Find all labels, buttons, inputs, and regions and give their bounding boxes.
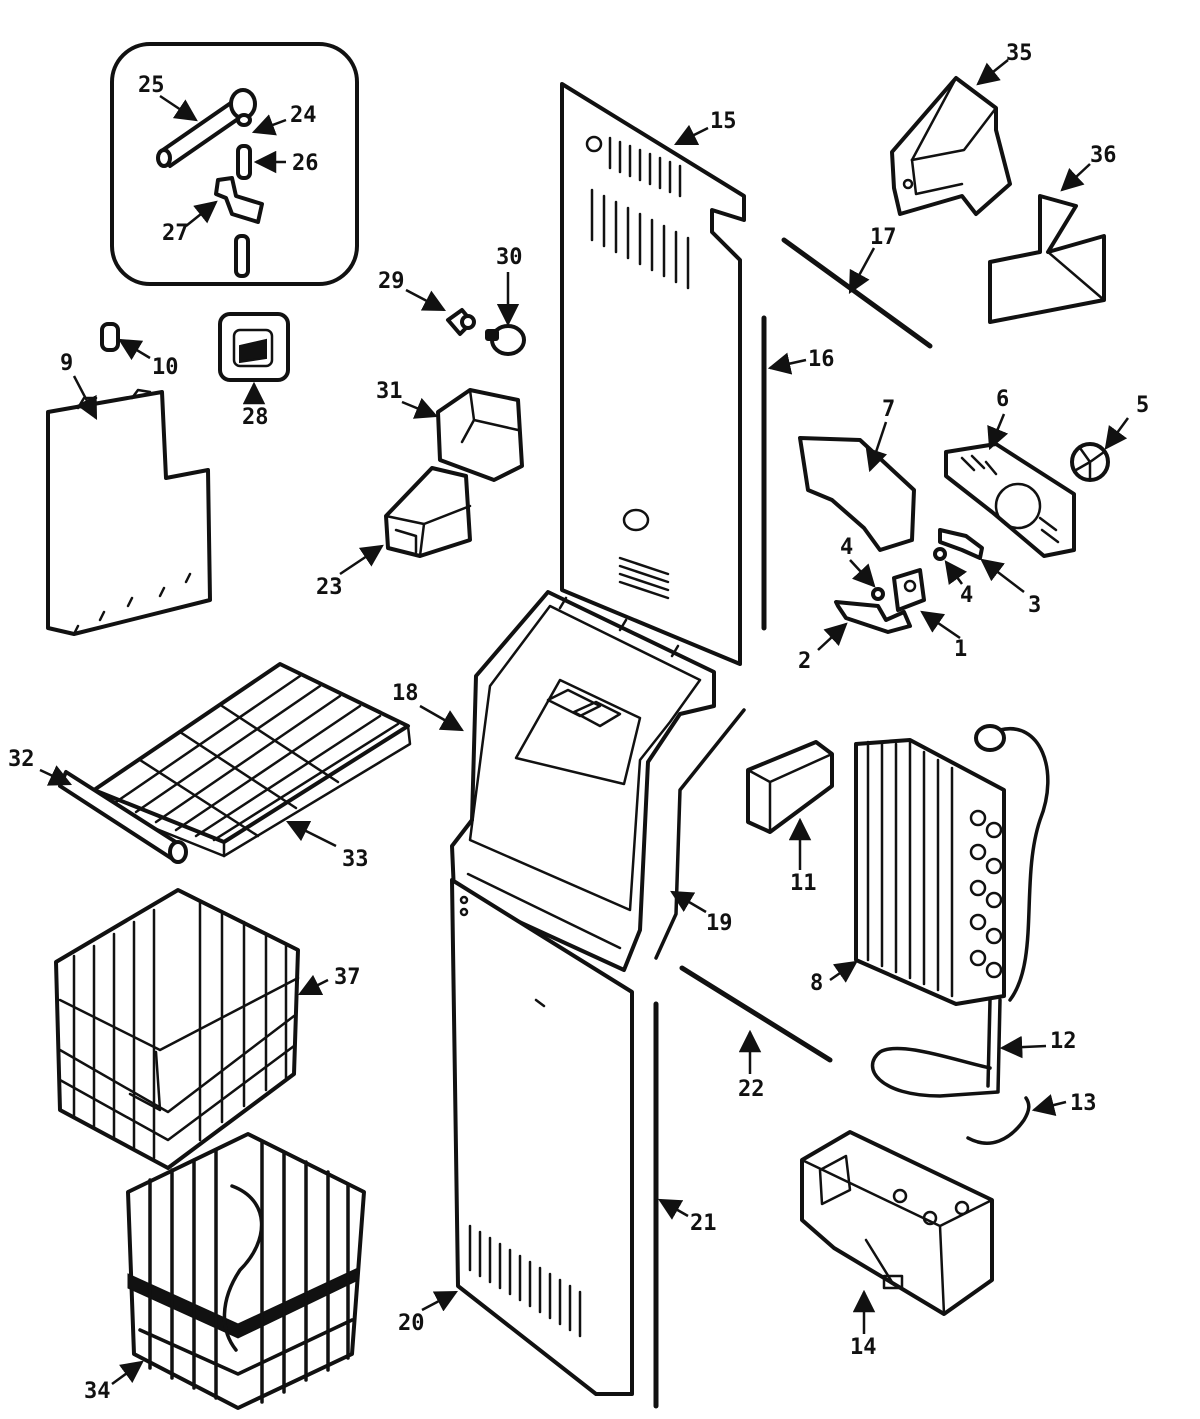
callout-11: 11	[790, 871, 817, 896]
part-29-socket[interactable]	[446, 308, 476, 336]
part-32-roller[interactable]	[58, 770, 188, 864]
leader-lines	[39, 59, 1130, 1386]
callout-10: 10	[152, 355, 179, 380]
part-35-bracket[interactable]	[890, 76, 1012, 216]
callout-20: 20	[398, 1311, 425, 1336]
callout-7: 7	[882, 397, 895, 422]
part-2-bracket[interactable]	[834, 600, 912, 634]
part-11-block[interactable]	[746, 740, 834, 834]
part-31-light-cover[interactable]	[436, 388, 524, 482]
part-20-lower-panel[interactable]	[450, 878, 634, 1396]
callout-8: 8	[810, 971, 823, 996]
part-4-nut-b[interactable]	[933, 547, 947, 561]
part-9-side-panel[interactable]	[46, 388, 212, 636]
part-26-sleeve[interactable]	[236, 144, 252, 180]
callout-14: 14	[850, 1335, 877, 1360]
callout-4a: 4	[840, 535, 853, 560]
callout-18: 18	[392, 681, 419, 706]
callout-30: 30	[496, 245, 523, 270]
callout-33: 33	[342, 847, 369, 872]
callout-21: 21	[690, 1211, 717, 1236]
part-3-bracket[interactable]	[938, 528, 984, 560]
part-15-rear-panel[interactable]	[560, 82, 746, 666]
callout-26: 26	[292, 151, 319, 176]
inset-detail-box	[110, 42, 359, 286]
callout-34: 34	[84, 1379, 111, 1404]
callout-24: 24	[290, 103, 317, 128]
part-8-evaporator[interactable]	[854, 724, 1050, 1006]
part-19-strip[interactable]	[654, 708, 746, 960]
part-14-drain-pan[interactable]	[800, 1130, 994, 1316]
callout-6: 6	[996, 387, 1009, 412]
callout-16: 16	[808, 347, 835, 372]
part-30-bulb[interactable]	[485, 324, 526, 356]
callout-15: 15	[710, 109, 737, 134]
part-4-nut-a[interactable]	[871, 587, 885, 601]
part-34-basket[interactable]	[126, 1132, 366, 1410]
part-18-liner[interactable]	[450, 590, 716, 972]
part-6-fan-housing[interactable]	[944, 442, 1076, 558]
callout-17: 17	[870, 225, 897, 250]
part-5-fan-blade[interactable]	[1070, 442, 1110, 482]
callout-12: 12	[1050, 1029, 1077, 1054]
part-27-clip[interactable]	[214, 176, 264, 224]
part-23-duct[interactable]	[384, 466, 472, 558]
part-7-gasket[interactable]	[798, 436, 916, 552]
callout-5: 5	[1136, 393, 1149, 418]
part-17-strip[interactable]	[781, 237, 933, 349]
callout-22: 22	[738, 1077, 765, 1102]
part-37-basket[interactable]	[54, 888, 300, 1170]
callout-19: 19	[706, 911, 733, 936]
callout-23: 23	[316, 575, 343, 600]
part-1-thermostat[interactable]	[892, 568, 926, 612]
part-10-pin[interactable]	[100, 322, 120, 352]
callout-3: 3	[1028, 593, 1041, 618]
callout-1: 1	[954, 637, 967, 662]
callout-32: 32	[8, 747, 35, 772]
callout-31: 31	[376, 379, 403, 404]
callout-13: 13	[1070, 1091, 1097, 1116]
part-25-tube[interactable]	[156, 88, 257, 168]
callout-37: 37	[334, 965, 361, 990]
callout-35: 35	[1006, 41, 1033, 66]
part-13-clip[interactable]	[966, 1096, 1031, 1145]
callout-27: 27	[162, 221, 189, 246]
callout-25: 25	[138, 73, 165, 98]
callout-28: 28	[242, 405, 269, 430]
callout-9: 9	[60, 351, 73, 376]
part-36-frame[interactable]	[988, 194, 1106, 324]
part-28-switch[interactable]	[218, 312, 290, 382]
part-12-heater[interactable]	[870, 998, 1002, 1098]
callout-36: 36	[1090, 143, 1117, 168]
callout-29: 29	[378, 269, 405, 294]
callout-labels: 1 2 3 4 4 5 6 7 8 9 10 11 12 13 14 15 16…	[8, 41, 1149, 1404]
part-24-washer[interactable]	[236, 113, 252, 127]
part-27-lower-sleeve[interactable]	[234, 234, 250, 278]
callout-4b: 4	[960, 583, 973, 608]
part-22-strip[interactable]	[679, 965, 833, 1063]
callout-2: 2	[798, 649, 811, 674]
